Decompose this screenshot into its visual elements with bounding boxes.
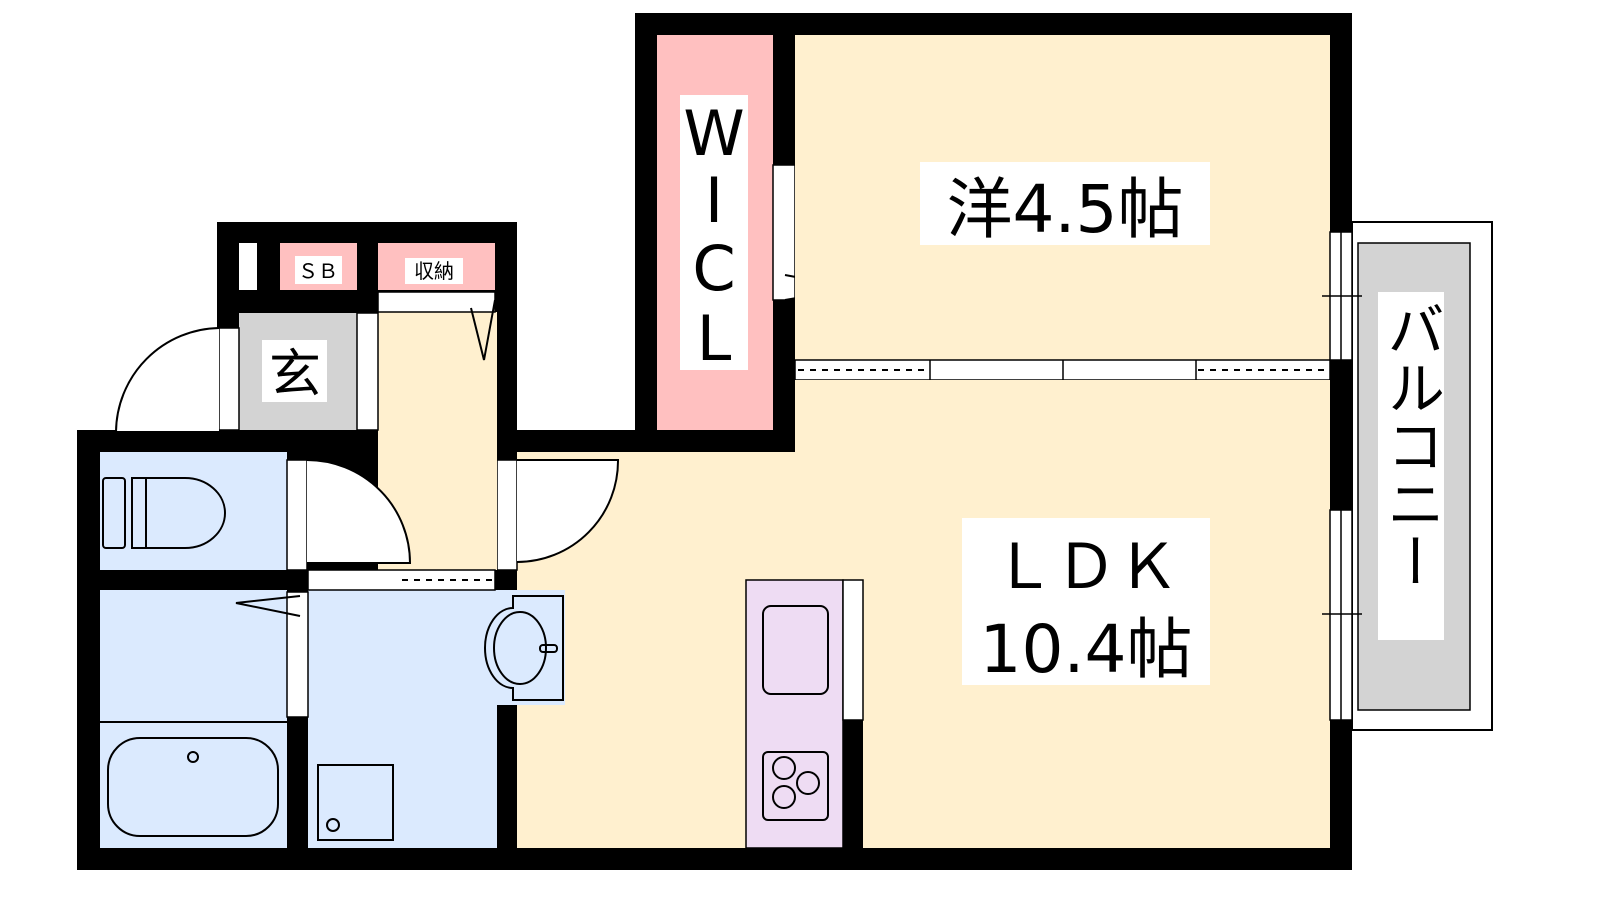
sliding-door	[794, 359, 1331, 381]
door-swing	[516, 459, 620, 563]
sink-icon	[762, 605, 829, 695]
wic-label-i: I	[705, 164, 723, 237]
kitchen-counter	[745, 579, 864, 849]
bathroom	[100, 590, 287, 848]
balcony: バルコニー	[1351, 221, 1493, 731]
washroom	[308, 590, 497, 848]
ldk-label: ＬＤＫ	[993, 530, 1179, 603]
washbasin-icon	[484, 595, 564, 701]
wic-label-l: L	[697, 302, 732, 375]
storage-label: 収納	[414, 259, 454, 283]
front-door	[114, 327, 220, 433]
window	[1322, 509, 1362, 721]
balcony-label: バルコニー	[1377, 300, 1445, 590]
wic-label-w: W	[683, 97, 744, 170]
ldk-size: 10.4帖	[980, 611, 1193, 688]
western-room-label: 洋4.5帖	[947, 171, 1184, 248]
shoe-box-label: ＳＢ	[298, 259, 338, 283]
wic-label-c: C	[692, 232, 735, 305]
toilet-room	[100, 452, 287, 570]
washing-machine-icon	[317, 764, 394, 841]
entrance-label: 玄	[269, 345, 321, 405]
door-swing	[306, 459, 412, 564]
stove-icon	[762, 751, 829, 821]
window	[1322, 231, 1362, 361]
bathtub-icon	[100, 721, 287, 837]
toilet-icon	[102, 477, 226, 549]
